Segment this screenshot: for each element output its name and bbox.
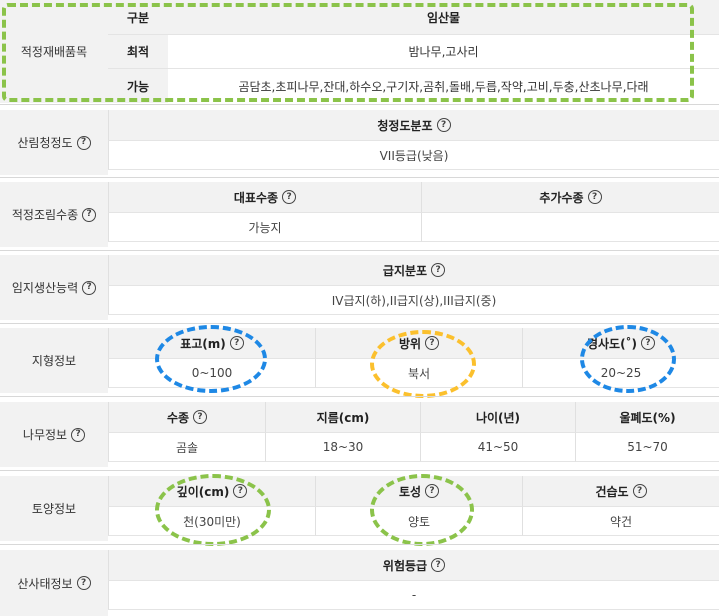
- help-icon[interactable]: ?: [82, 207, 97, 222]
- species-value: 곰솔: [108, 432, 265, 462]
- site-productivity-section: 임지생산능력? 급지분포? IV급지(하),II급지(상),III급지(중): [0, 255, 719, 320]
- extra-species-header: 추가수종?: [421, 182, 719, 212]
- reforestation-label: 적정조림수종?: [0, 182, 108, 247]
- landslide-label: 산사태정보?: [0, 550, 108, 616]
- crop-key-cell: 최적: [108, 35, 168, 68]
- slope-value: 20~25: [522, 358, 719, 388]
- terrain-label: 지형정보: [0, 328, 108, 393]
- reforestation-section: 적정조림수종? 대표수종? 추가수종? 가능지: [0, 182, 719, 247]
- moisture-header: 건습도?: [522, 476, 719, 506]
- depth-value: 천(30미만): [108, 506, 315, 536]
- crop-value-cell: 밤나무,고사리: [408, 45, 479, 59]
- help-icon[interactable]: ?: [431, 558, 446, 572]
- tree-label: 나무정보?: [0, 402, 108, 467]
- crop-value-cell: 곰담초,초피나무,잔대,하수오,구기자,곰취,돌배,두릅,작약,고비,두충,산초…: [238, 79, 649, 94]
- site-class-value: IV급지(하),II급지(상),III급지(중): [108, 285, 719, 315]
- crop-optimal-row: 최적 밤나무,고사리: [108, 34, 719, 68]
- texture-header: 토성?: [315, 476, 522, 506]
- divider: [0, 250, 719, 251]
- help-icon[interactable]: ?: [76, 576, 91, 590]
- aspect-header: 방위?: [315, 328, 522, 358]
- risk-grade-header: 위험등급?: [108, 550, 719, 580]
- help-icon[interactable]: ?: [436, 118, 451, 132]
- purity-header: 청정도분포?: [108, 110, 719, 140]
- crop-section: 적정재배품목 구분 임산물 최적 밤나무,고사리 가능 곰담초,초피나무,잔대,…: [0, 0, 719, 103]
- species-header: 수종?: [108, 402, 265, 432]
- crop-header-row: 구분 임산물: [108, 0, 719, 34]
- canopy-header: 울폐도(%): [575, 402, 719, 432]
- terrain-section: 지형정보 표고(m)? 방위? 경사도(˚)? 0~100 북서 20~25: [0, 328, 719, 393]
- help-icon[interactable]: ?: [76, 135, 91, 150]
- help-icon[interactable]: ?: [425, 484, 440, 498]
- site-productivity-label: 임지생산능력?: [0, 255, 108, 320]
- moisture-value: 약건: [522, 506, 719, 536]
- texture-value: 양토: [315, 506, 522, 536]
- diameter-value: 18~30: [265, 432, 420, 462]
- risk-grade-value: -: [108, 580, 719, 610]
- divider: [0, 470, 719, 471]
- canopy-value: 51~70: [575, 432, 719, 462]
- age-value: 41~50: [420, 432, 575, 462]
- help-icon[interactable]: ?: [425, 336, 440, 350]
- crop-possible-row: 가능 곰담초,초피나무,잔대,하수오,구기자,곰취,돌배,두릅,작약,고비,두충…: [108, 68, 719, 103]
- divider: [0, 544, 719, 545]
- depth-header: 깊이(cm)?: [108, 476, 315, 506]
- divider: [0, 396, 719, 397]
- crop-value-cell: 임산물: [426, 10, 461, 25]
- slope-header: 경사도(˚)?: [522, 328, 719, 358]
- soil-section: 토양정보 깊이(cm)? 토성? 건습도? 천(30미만) 양토 약건: [0, 476, 719, 541]
- help-icon[interactable]: ?: [632, 484, 647, 498]
- extra-species-value: [421, 212, 719, 242]
- help-icon[interactable]: ?: [641, 336, 656, 350]
- aspect-value: 북서: [315, 358, 522, 388]
- landslide-section: 산사태정보? 위험등급? -: [0, 550, 719, 616]
- help-icon[interactable]: ?: [282, 190, 297, 204]
- main-species-header: 대표수종?: [108, 182, 421, 212]
- crop-key-cell: 가능: [108, 69, 168, 103]
- divider: [0, 104, 719, 105]
- divider: [0, 177, 719, 178]
- help-icon[interactable]: ?: [193, 410, 208, 424]
- crop-key-cell: 구분: [108, 0, 168, 34]
- forest-purity-section: 산림청정도? 청정도분포? VII등급(낮음): [0, 110, 719, 175]
- help-icon[interactable]: ?: [431, 263, 446, 277]
- crop-section-label: 적정재배품목: [0, 0, 108, 103]
- diameter-header: 지름(cm): [265, 402, 420, 432]
- soil-label: 토양정보: [0, 476, 108, 541]
- help-icon[interactable]: ?: [71, 427, 86, 442]
- forest-purity-label: 산림청정도?: [0, 110, 108, 175]
- main-species-value: 가능지: [108, 212, 421, 242]
- elevation-header: 표고(m)?: [108, 328, 315, 358]
- help-icon[interactable]: ?: [587, 190, 602, 204]
- help-icon[interactable]: ?: [233, 484, 248, 498]
- age-header: 나이(년): [420, 402, 575, 432]
- help-icon[interactable]: ?: [82, 280, 97, 295]
- divider: [0, 323, 719, 324]
- tree-section: 나무정보? 수종? 지름(cm) 나이(년) 울폐도(%) 곰솔 18~30 4…: [0, 402, 719, 467]
- help-icon[interactable]: ?: [229, 336, 244, 350]
- site-class-header: 급지분포?: [108, 255, 719, 285]
- purity-value: VII등급(낮음): [108, 140, 719, 170]
- elevation-value: 0~100: [108, 358, 315, 388]
